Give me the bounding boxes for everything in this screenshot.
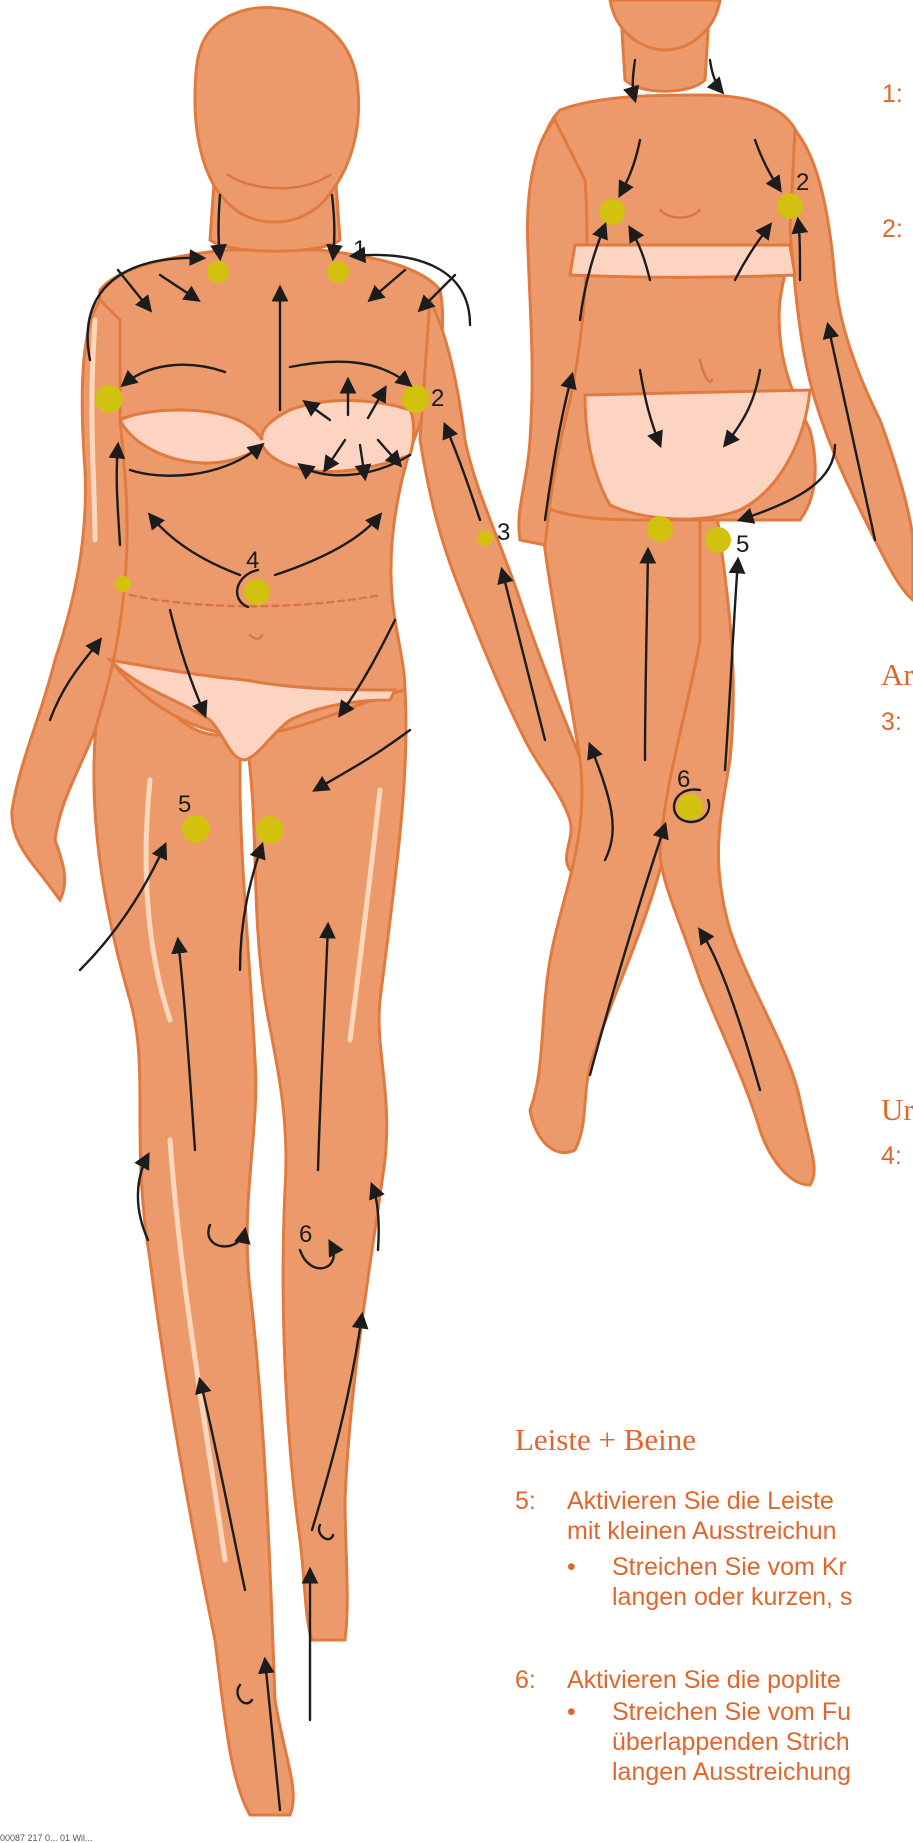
node-waist-left bbox=[115, 576, 131, 592]
back-label-6: 6 bbox=[677, 766, 690, 793]
node-elbow-right bbox=[477, 530, 493, 546]
back-bra-strap bbox=[570, 245, 795, 277]
node-axilla-left bbox=[95, 385, 123, 413]
step-5-bullet: • bbox=[567, 1552, 612, 1582]
node-back-groin-right bbox=[705, 527, 731, 553]
section-groin-legs-title: Leiste + Beine bbox=[515, 1422, 696, 1458]
step-5-line-1: 5:Aktivieren Sie die Leiste bbox=[515, 1486, 834, 1516]
node-groin-right bbox=[256, 816, 284, 844]
step-number-1: 1: bbox=[882, 80, 903, 109]
step-5-bullet-text-1: Streichen Sie vom Kr bbox=[612, 1553, 847, 1581]
front-label-4: 4 bbox=[246, 547, 259, 574]
front-right-leg bbox=[245, 650, 406, 1640]
step-5-number: 5: bbox=[515, 1486, 567, 1516]
step-6-bullet-line-3: langen Ausstreichung bbox=[612, 1757, 851, 1787]
front-label-3: 3 bbox=[497, 519, 510, 546]
node-back-knee bbox=[677, 794, 703, 820]
step-5-bullet-line-1: •Streichen Sie vom Kr bbox=[567, 1552, 847, 1582]
node-neck-right bbox=[327, 261, 349, 283]
node-back-axilla-left bbox=[599, 199, 625, 225]
front-label-2: 2 bbox=[431, 385, 444, 412]
step-5-text-1: Aktivieren Sie die Leiste bbox=[567, 1487, 834, 1515]
front-figure bbox=[12, 7, 611, 1815]
front-label-6: 6 bbox=[299, 1221, 312, 1248]
front-label-5: 5 bbox=[178, 791, 191, 818]
step-5-line-2: mit kleinen Ausstreichun bbox=[567, 1516, 837, 1546]
node-axilla-right bbox=[402, 385, 430, 413]
step-6-text-1: Aktivieren Sie die poplite bbox=[567, 1666, 841, 1694]
step-number-3: 3: bbox=[881, 708, 902, 737]
footer-code: 00087 217 0... 01 Wil... bbox=[0, 1833, 93, 1843]
back-label-2: 2 bbox=[796, 169, 809, 196]
node-neck-left bbox=[207, 261, 229, 283]
step-6-bullet: • bbox=[567, 1697, 612, 1727]
step-number-4: 4: bbox=[881, 1142, 902, 1171]
step-6-line-1: 6:Aktivieren Sie die poplite bbox=[515, 1665, 841, 1695]
node-groin-left bbox=[182, 815, 210, 843]
node-back-groin-left bbox=[647, 516, 673, 542]
step-6-number: 6: bbox=[515, 1665, 567, 1695]
step-number-2: 2: bbox=[882, 215, 903, 244]
back-figure bbox=[519, 0, 913, 1185]
step-6-bullet-line-2: überlappenden Strich bbox=[612, 1727, 850, 1757]
front-label-1: 1 bbox=[353, 236, 366, 263]
step-6-bullet-text-1: Streichen Sie vom Fu bbox=[612, 1698, 851, 1726]
front-torso bbox=[99, 250, 443, 735]
back-label-5: 5 bbox=[736, 531, 749, 558]
node-back-axilla-right bbox=[777, 193, 803, 219]
back-right-arm bbox=[790, 130, 913, 600]
step-6-bullet-line-1: •Streichen Sie vom Fu bbox=[567, 1697, 851, 1727]
section-arms-title: Ar bbox=[881, 657, 913, 693]
step-5-bullet-line-2: langen oder kurzen, s bbox=[612, 1582, 852, 1612]
section-abdomen-title: Ur bbox=[881, 1092, 913, 1128]
front-head bbox=[195, 7, 359, 222]
node-abdomen bbox=[244, 579, 270, 605]
